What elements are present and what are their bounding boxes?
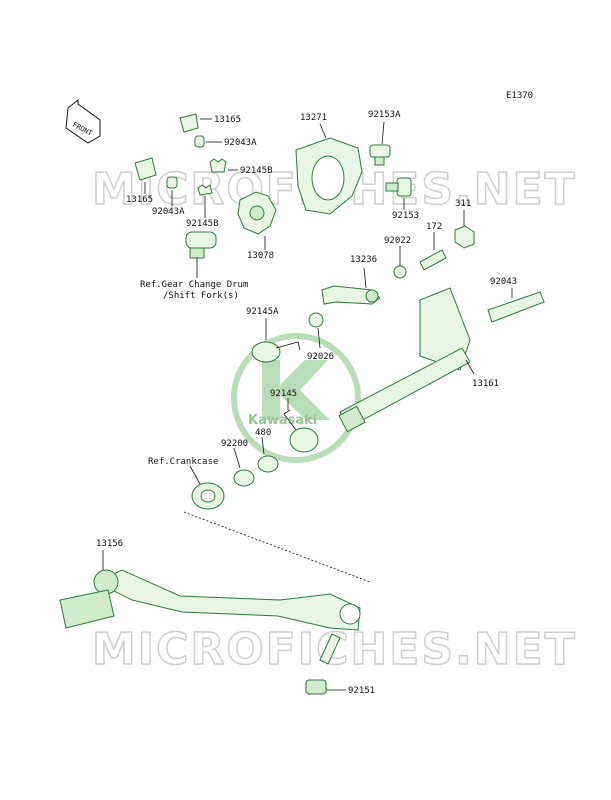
ref-crankcase: Ref.Crankcase [148,457,218,467]
part-92022-washer [393,265,407,279]
label-92151: 92151 [348,686,375,696]
part-92145-spring [283,409,319,453]
part-13271-guide-plate [295,137,363,215]
part-92151-pedal-bolt [305,633,341,695]
part-92043-pin [487,291,545,323]
label-92022: 92022 [384,236,411,246]
part-92043A-pin-lower [166,176,178,189]
part-311-nut [454,225,475,249]
label-480: 480 [255,428,271,438]
part-92043A-pin-upper [194,135,205,148]
front-arrow-icon: FRONT [65,98,101,144]
label-172: 172 [426,222,442,232]
label-311: 311 [455,199,471,209]
part-13161-shift-shaft [338,287,471,433]
part-480-circlip [257,455,279,473]
part-92153A-bolt [369,144,391,166]
part-92026-washer [308,312,324,328]
label-13165-lower: 13165 [126,195,153,205]
part-172-stud [419,249,447,271]
label-13078: 13078 [247,251,274,261]
part-13165-clip-lower [134,157,157,181]
label-13236: 13236 [350,255,377,265]
part-92145B-spring-lower [197,184,213,196]
part-13156-shift-pedal [59,569,361,631]
label-13156: 13156 [96,539,123,549]
diagram-code: E1370 [506,91,533,101]
label-92145A: 92145A [246,307,279,317]
part-oil-seal [191,482,225,510]
part-drum-pin [185,231,217,259]
label-92145B-lower: 92145B [186,219,219,229]
part-13165-clip-upper [179,113,212,133]
label-92026: 92026 [307,352,334,362]
label-13271: 13271 [300,113,327,123]
label-13161: 13161 [472,379,499,389]
part-13078-shift-cam [237,191,277,235]
label-92145: 92145 [270,389,297,399]
label-92043A-upper: 92043A [224,138,257,148]
part-92200-washer [233,469,255,487]
part-92145B-spring-upper [209,158,227,173]
part-13236-shift-lever [321,285,381,305]
ref-shift-forks: /Shift Fork(s) [163,291,239,301]
part-92145A-return-spring [251,341,301,363]
kawasaki-logo: Kawasaki [231,333,361,463]
ref-gear-change-drum: Ref.Gear Change Drum [140,280,248,290]
label-92145B-upper: 92145B [240,166,273,176]
label-92043: 92043 [490,277,517,287]
label-92043A-lower: 92043A [152,207,185,217]
label-13165-upper: 13165 [214,115,241,125]
label-92153A: 92153A [368,110,401,120]
kawasaki-logo-text: Kawasaki [248,413,317,428]
label-92153: 92153 [392,211,419,221]
label-92200: 92200 [221,439,248,449]
part-92153-bolt [385,177,412,197]
